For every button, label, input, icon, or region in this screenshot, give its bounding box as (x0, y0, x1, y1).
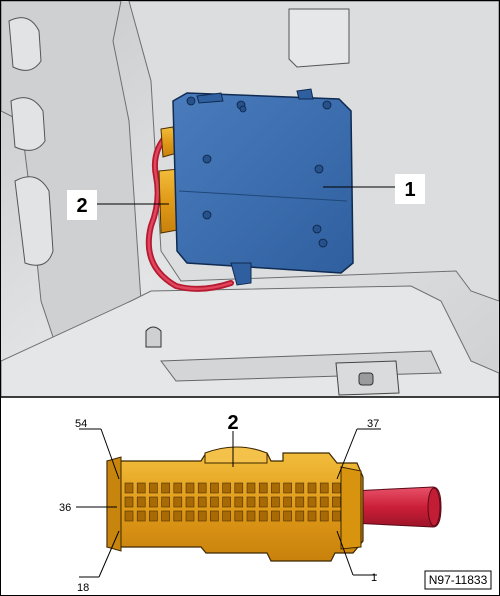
pin-cavity (258, 510, 268, 522)
pin-cavity (319, 482, 329, 494)
pin-cavity (295, 496, 305, 508)
pin-cavity (197, 510, 207, 522)
pin-cavity (124, 496, 134, 508)
figure-code-box (424, 570, 492, 590)
pin-cavity (149, 510, 158, 522)
pin-54-label: 54 (75, 418, 87, 430)
module-tab (196, 92, 224, 104)
connector-flange-right (340, 466, 362, 550)
module-seam (178, 190, 348, 202)
pin-cavity (258, 496, 268, 508)
pin-cavity (222, 510, 231, 522)
pin-cavity (161, 482, 170, 494)
pin-cavity (124, 510, 134, 522)
pin-cavity (210, 496, 219, 508)
pin-cavity (295, 482, 305, 494)
pin-cavity (210, 482, 219, 494)
pin-cavity (295, 510, 305, 522)
pillar-bump (8, 17, 42, 71)
pin-cavity (246, 510, 256, 522)
callout-1-box (395, 174, 425, 204)
connector-cable (350, 486, 442, 528)
module-mount (230, 262, 252, 286)
pin-cavity (197, 496, 207, 508)
pin-cavity (210, 510, 219, 522)
connector-detail: 54 36 18 37 1 2 N97-11833 (59, 412, 492, 594)
pillar-bump (14, 176, 54, 266)
pin-18-leader (98, 530, 120, 578)
pin-cavity (332, 510, 341, 522)
pin-cavity (185, 510, 195, 522)
pin-cavity (332, 482, 341, 494)
pin-cavity (173, 496, 183, 508)
pin-cavity (271, 510, 280, 522)
pin-cavity (173, 510, 183, 522)
pin-cavity (161, 510, 170, 522)
cable-end (427, 487, 441, 527)
pin-cavity (283, 482, 292, 494)
pin-37-label: 37 (367, 418, 379, 430)
pin-cavity (136, 482, 146, 494)
vehicle-view: 1 2 (1, 1, 499, 398)
clip-hole (358, 372, 374, 386)
pin-cavity (149, 482, 158, 494)
pin-cavity (136, 510, 146, 522)
callout-2-detail-label: 2 (227, 412, 238, 434)
module-screws (186, 96, 332, 248)
pin-cavity (173, 482, 183, 494)
figure-code: N97-11833 (429, 573, 488, 587)
pin-cavity (271, 496, 280, 508)
pin-36-label: 36 (59, 502, 71, 514)
pin-cavity (258, 482, 268, 494)
panel-recess (288, 8, 350, 68)
callout-2-label: 2 (76, 195, 87, 217)
callout-1-label: 1 (404, 179, 415, 201)
pin-cavity (234, 496, 244, 508)
pin-18-label: 18 (77, 582, 89, 594)
connector-latch (204, 446, 268, 464)
pin-cavity (246, 496, 256, 508)
pin-37-leader (336, 428, 358, 480)
pin-cavity (283, 496, 292, 508)
pin-cavity (136, 496, 146, 508)
pin-cavity (319, 510, 329, 522)
pin-cavity (271, 482, 280, 494)
connector-flange-left (106, 456, 122, 552)
pin-cavity (185, 482, 195, 494)
pin-cavity (234, 482, 244, 494)
pin-cavity (222, 482, 231, 494)
pin-cavity (234, 510, 244, 522)
control-module (172, 92, 354, 274)
pin-54-leader (100, 428, 120, 480)
pin-1-leader (336, 530, 354, 576)
pin-cavity (161, 496, 170, 508)
callout-2-box (67, 190, 97, 220)
pillar-bump (10, 97, 46, 151)
pin-cavity (319, 496, 329, 508)
pin-cavity (222, 496, 231, 508)
pin-cavity (307, 482, 317, 494)
wire-harness-highlight (147, 131, 233, 291)
pin-cavity (124, 482, 134, 494)
pin-cavity (197, 482, 207, 494)
pin-cavity (149, 496, 158, 508)
pin-1-label: 1 (371, 572, 377, 584)
pin-cavity (185, 496, 195, 508)
module-tab (296, 88, 314, 100)
pin-cavity (332, 496, 341, 508)
shelf-clip (145, 326, 162, 348)
pin-cavity (246, 482, 256, 494)
pin-cavity (307, 496, 317, 508)
pin-cavity (283, 510, 292, 522)
pin-cavity (307, 510, 317, 522)
pin-cavity-grid (124, 482, 341, 522)
